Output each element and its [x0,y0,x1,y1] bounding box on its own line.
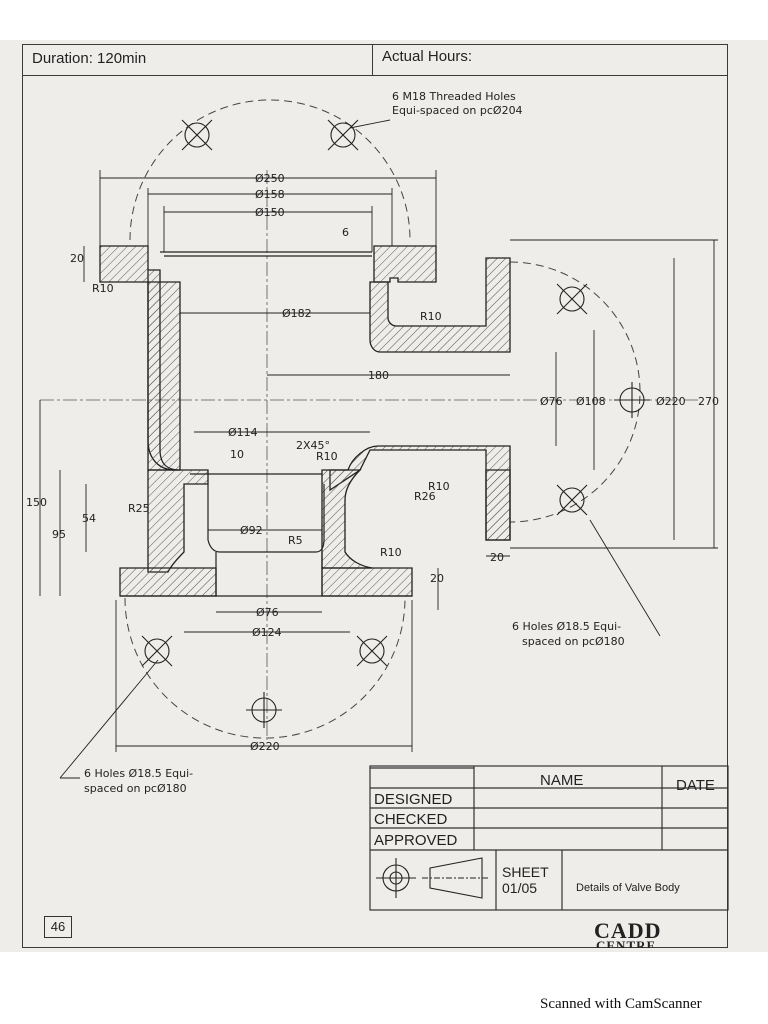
bottom-flange-left [119,567,217,597]
dim-95: 95 [52,528,66,541]
dim-180: 180 [368,369,389,382]
top-left-hole-icon [181,119,213,151]
dim-r10-tr: R10 [420,310,442,323]
dim-20-right: 20 [490,551,504,564]
right-holes-note-line1: 6 Holes Ø18.5 Equi- [512,620,621,633]
drawing-sheet [0,40,768,952]
projection-symbol-icon [376,857,490,899]
dim-d220-right: Ø220 [656,395,686,408]
bolt-holes [141,119,650,728]
bottom-right-hole-icon [356,635,388,667]
pitch-circles [124,99,641,739]
dim-20-bottom: 20 [430,572,444,585]
tb-sheet-no: 01/05 [502,880,537,896]
top-holes-note-line1: 6 M18 Threaded Holes [392,90,516,103]
sheet-border [22,44,728,948]
page-number: 46 [44,916,72,938]
callout-notes: 6 M18 Threaded Holes Equi-spaced on pcØ2… [84,90,625,795]
dim-d124: Ø124 [252,626,282,639]
top-flange-left [99,245,149,283]
bottom-pitch-arc [124,597,406,739]
duration-label: Duration: 120min [32,50,147,67]
tb-date: DATE [676,777,715,794]
header-divider [372,44,373,76]
dim-6: 6 [342,226,349,239]
lower-neck-left [147,469,209,573]
right-bottom-hole-icon [556,484,588,516]
tb-name: NAME [540,772,583,789]
dim-d114: Ø114 [228,426,258,439]
dim-d76-bottom: Ø76 [256,606,279,619]
tb-checked: CHECKED [374,811,448,828]
cadd-logo-sub: CENTRE [596,938,657,948]
dim-d250: Ø250 [255,172,285,185]
bottom-holes-note-line1: 6 Holes Ø18.5 Equi- [84,767,193,780]
top-pitch-arc [129,99,411,241]
bottom-flange-right [321,567,413,597]
right-mid-hole-icon [614,382,650,418]
cadd-logo: CADD [594,918,662,943]
inner-outlines [120,251,412,597]
dimension-lines [39,119,718,779]
dim-d158: Ø158 [255,188,285,201]
dim-r5: R5 [288,534,303,547]
actual-hours-label: Actual Hours: [382,48,473,65]
dim-r26: R26 [414,490,436,503]
dim-d220-bottom: Ø220 [250,740,280,753]
branch-upper-wall [369,257,511,353]
dim-20-top: 20 [70,252,84,265]
dim-270: 270 [698,395,719,408]
title-block [369,765,729,911]
title-block-text: NAME DATE DESIGNED CHECKED APPROVED SHEE… [374,772,715,896]
tb-approved: APPROVED [374,832,458,849]
tb-sheet: SHEET [502,864,549,880]
dim-r10-mid: R10 [316,450,338,463]
scanner-watermark: Scanned with CamScanner [540,996,702,1012]
right-holes-note-line2: spaced on pcØ180 [522,635,625,648]
body-section [99,245,511,597]
bottom-holes-note-line2: spaced on pcØ180 [84,782,187,795]
dim-d182: Ø182 [282,307,312,320]
bottom-left-hole-icon [141,635,173,667]
branch-flange-bottom [485,469,511,541]
bottom-mid-hole-icon [246,692,282,728]
dim-2x45: 2X45° [296,439,330,452]
top-holes-note-line2: Equi-spaced on pcØ204 [392,104,523,117]
dim-r25: R25 [128,502,150,515]
dimension-labels: Ø250 Ø158 Ø150 6 20 R10 Ø182 R10 180 Ø76… [26,172,719,753]
dim-10: 10 [230,448,244,461]
dim-r10-mid2: R10 [428,480,450,493]
dim-d108: Ø108 [576,395,606,408]
header-row [22,44,728,76]
dim-150: 150 [26,496,47,509]
dim-r10-bottom: R10 [380,546,402,559]
dim-d150: Ø150 [255,206,285,219]
dim-d76-right: Ø76 [540,395,563,408]
dim-r10-tl: R10 [92,282,114,295]
dim-d92: Ø92 [240,524,263,537]
lower-neck-right [321,469,373,569]
tb-designed: DESIGNED [374,791,453,808]
tb-drawing-title: Details of Valve Body [576,882,680,894]
right-pitch-arc [509,261,641,523]
dim-54: 54 [82,512,96,525]
top-flange-right [373,245,437,283]
right-top-hole-icon [556,283,588,315]
top-right-hole-icon [327,119,359,151]
